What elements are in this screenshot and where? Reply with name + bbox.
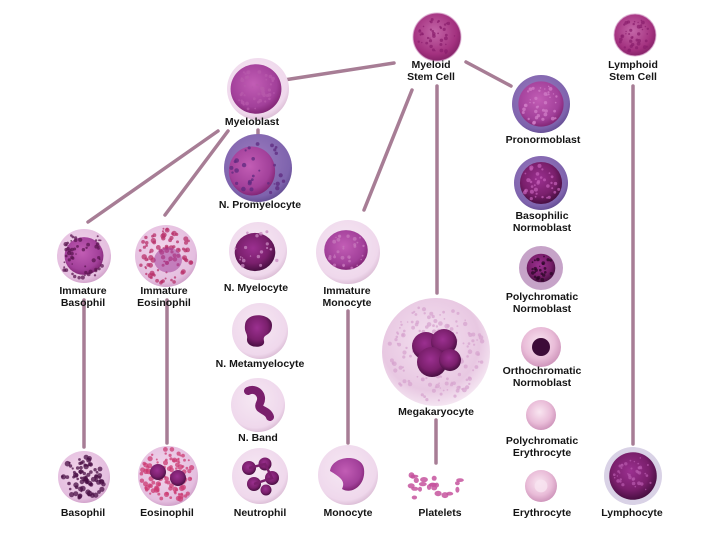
eosinophil-icon [138,446,198,506]
promyelocyte-icon [224,134,292,202]
label-line: Lymphoid [608,59,658,71]
basophilic-normoblast-icon [514,156,568,210]
basophil-icon [58,451,110,503]
platelets-icon [407,472,464,500]
label-line: Monocyte [322,296,372,309]
label-line: Erythrocyte [512,507,572,519]
label-line: Basophilic [515,210,569,222]
label-line: Orthochromatic [502,365,582,377]
connector-myeloblast-to-imm-eosinophil [163,129,230,217]
label-erythrocyte: Erythrocyte [512,507,572,520]
label-eosinophil: Eosinophil [140,507,194,520]
label-line: Neutrophil [233,507,287,519]
label-line: Polychromatic [505,435,579,447]
label-line: Erythrocyte [512,446,572,459]
orthochromatic-normoblast-icon [521,327,561,367]
label-neutrophil: Neutrophil [233,507,287,520]
label-line: Normoblast [512,376,572,389]
label-pronormoblast: Pronormoblast [505,134,581,147]
connector-myeloid-stem-to-myeloblast [282,61,396,82]
connector-myeloid-stem-to-imm-monocyte [362,88,414,212]
label-line: Immature [140,285,188,297]
label-line: Normoblast [512,221,572,234]
label-line: Eosinophil [140,507,194,519]
label-line: Basophil [60,507,106,519]
label-line: Normoblast [512,302,572,315]
label-line: N. Band [238,432,278,444]
polychromatic-erythrocyte-icon [526,400,556,430]
immature-monocyte-icon [316,220,380,284]
label-line: Stem Cell [407,70,455,83]
label-line: Myeloblast [224,116,280,128]
label-line: Immature [323,285,371,297]
label-lymphocyte: Lymphocyte [601,507,663,520]
monocyte-icon [318,445,378,505]
label-line: Polychromatic [505,291,579,303]
label-line: Pronormoblast [505,134,581,146]
pronormoblast-icon [512,75,570,133]
immature-basophil-icon [57,229,111,283]
band-neutrophil-icon [231,378,285,432]
label-line: Stem Cell [609,70,657,83]
label-line: N. Promyelocyte [218,199,302,211]
connector-myeloid-stem-to-pronormoblast [464,60,513,88]
label-line: Myeloid [411,59,451,71]
label-line: Megakaryocyte [398,406,474,418]
erythrocyte-icon [525,470,557,502]
label-platelets: Platelets [418,507,462,520]
polychromatic-normoblast-icon [519,246,563,290]
label-megakaryocyte: Megakaryocyte [398,406,474,419]
label-line: Platelets [418,507,462,519]
label-line: Lymphocyte [601,507,663,519]
label-myelocyte: N. Myelocyte [223,282,289,295]
label-line: Immature [59,285,107,297]
lymphocyte-icon [604,447,662,505]
label-promyelocyte: N. Promyelocyte [218,199,302,212]
megakaryocyte-icon [382,298,490,406]
label-line: N. Metamyelocyte [215,358,305,370]
label-line: N. Myelocyte [223,282,289,294]
immature-eosinophil-icon [135,225,197,287]
connector-myeloblast-to-imm-basophil [86,129,220,224]
label-monocyte: Monocyte [323,507,373,520]
label-band: N. Band [238,432,278,445]
label-metamyelocyte: N. Metamyelocyte [215,358,305,371]
myeloblast-icon [227,58,289,120]
myelocyte-icon [229,222,287,280]
label-line: Basophil [60,296,106,309]
label-basophil: Basophil [60,507,106,520]
label-line: Monocyte [323,507,373,519]
myeloid-stem-cell-icon [412,12,462,62]
label-myeloblast: Myeloblast [224,116,280,129]
label-line: Eosinophil [137,296,191,309]
metamyelocyte-icon [232,303,288,359]
neutrophil-icon [232,448,288,504]
lymphoid-stem-cell-icon [613,13,657,57]
